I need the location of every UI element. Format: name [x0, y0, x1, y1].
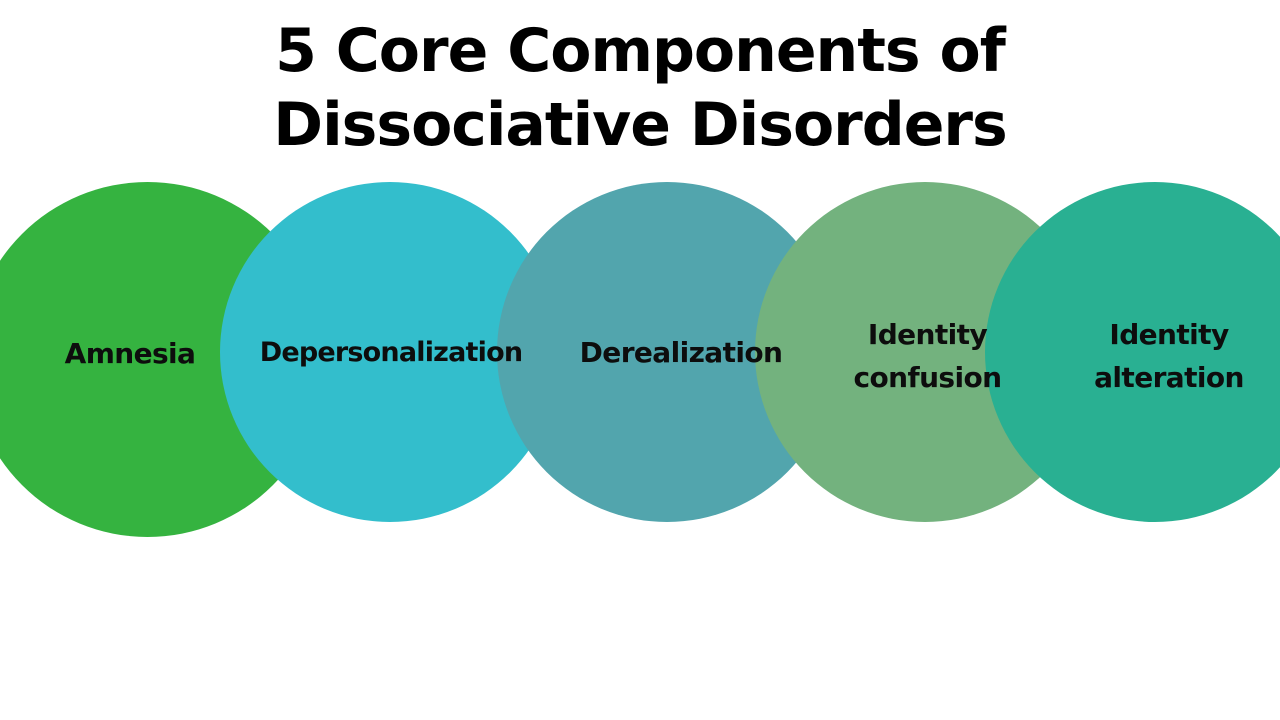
label-identity-alteration: Identity alteration — [1094, 318, 1244, 394]
label-depersonalization: Depersonalization — [259, 337, 523, 368]
title-line-2: Dissociative Disorders — [273, 90, 1007, 160]
label-derealization: Derealization — [579, 336, 783, 369]
page-title: 5 Core Components of Dissociative Disord… — [0, 14, 1280, 162]
label-amnesia: Amnesia — [64, 337, 196, 370]
circle-identity-alteration — [985, 182, 1280, 522]
label-identity-confusion: Identity confusion — [853, 318, 1003, 394]
title-line-1: 5 Core Components of — [275, 16, 1006, 86]
